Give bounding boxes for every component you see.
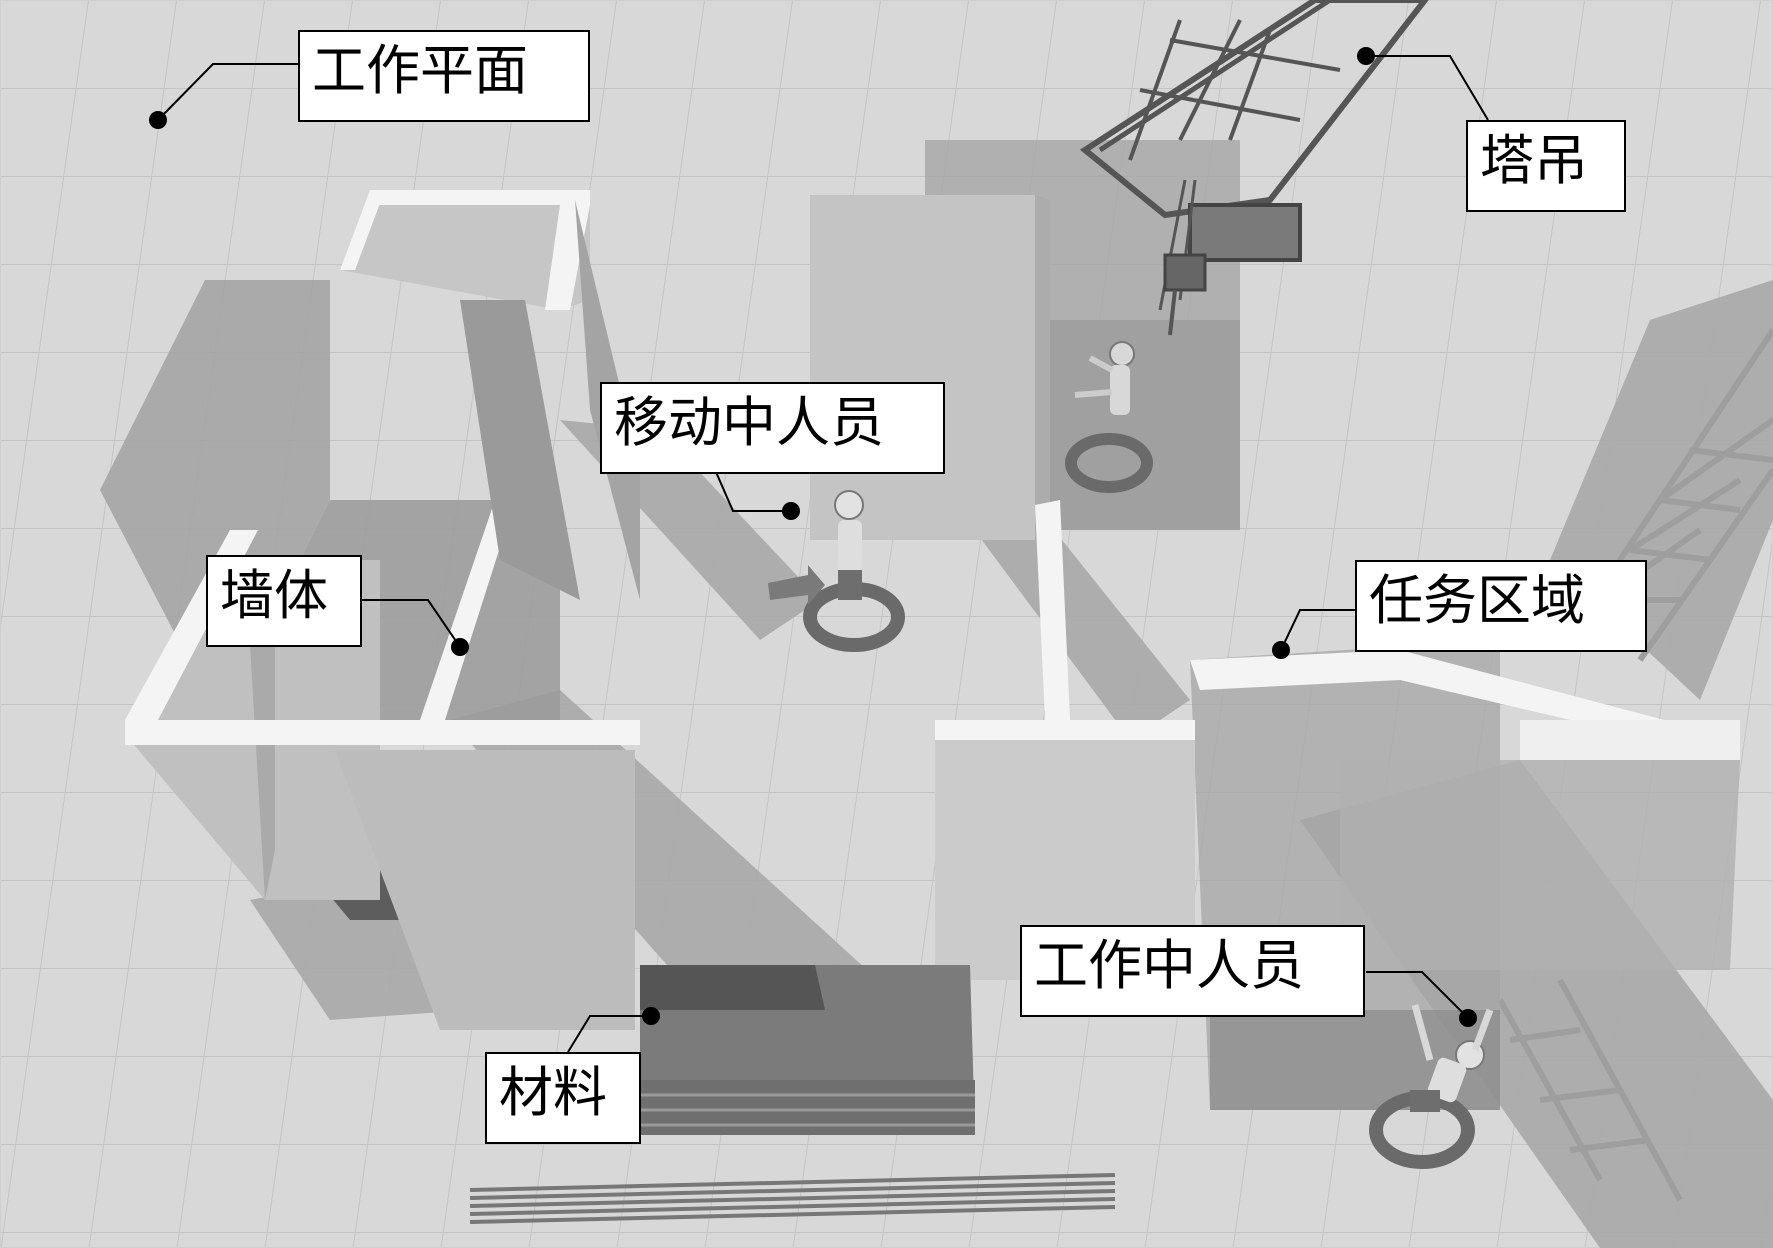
label-moving-person: 移动中人员: [600, 382, 945, 474]
label-working-person: 工作中人员: [1020, 925, 1365, 1017]
back-person-icon: [1065, 341, 1153, 493]
moving-person-icon: [768, 490, 905, 652]
rebar-bundle-icon: [469, 1173, 1116, 1224]
label-material: 材料: [485, 1052, 641, 1144]
tower-crane-icon: [1079, 0, 1429, 336]
label-task-area: 任务区域: [1355, 560, 1647, 652]
leader-lines: [157, 55, 1489, 1053]
material-stack-icon: [640, 965, 975, 1135]
label-wall: 墙体: [206, 555, 362, 647]
working-person-icon: [1369, 1004, 1494, 1169]
label-work-plane: 工作平面: [298, 30, 590, 122]
leader-dots: [149, 47, 1477, 1027]
task-area-boxes: [100, 140, 1740, 1110]
label-tower-crane: 塔吊: [1466, 120, 1626, 212]
